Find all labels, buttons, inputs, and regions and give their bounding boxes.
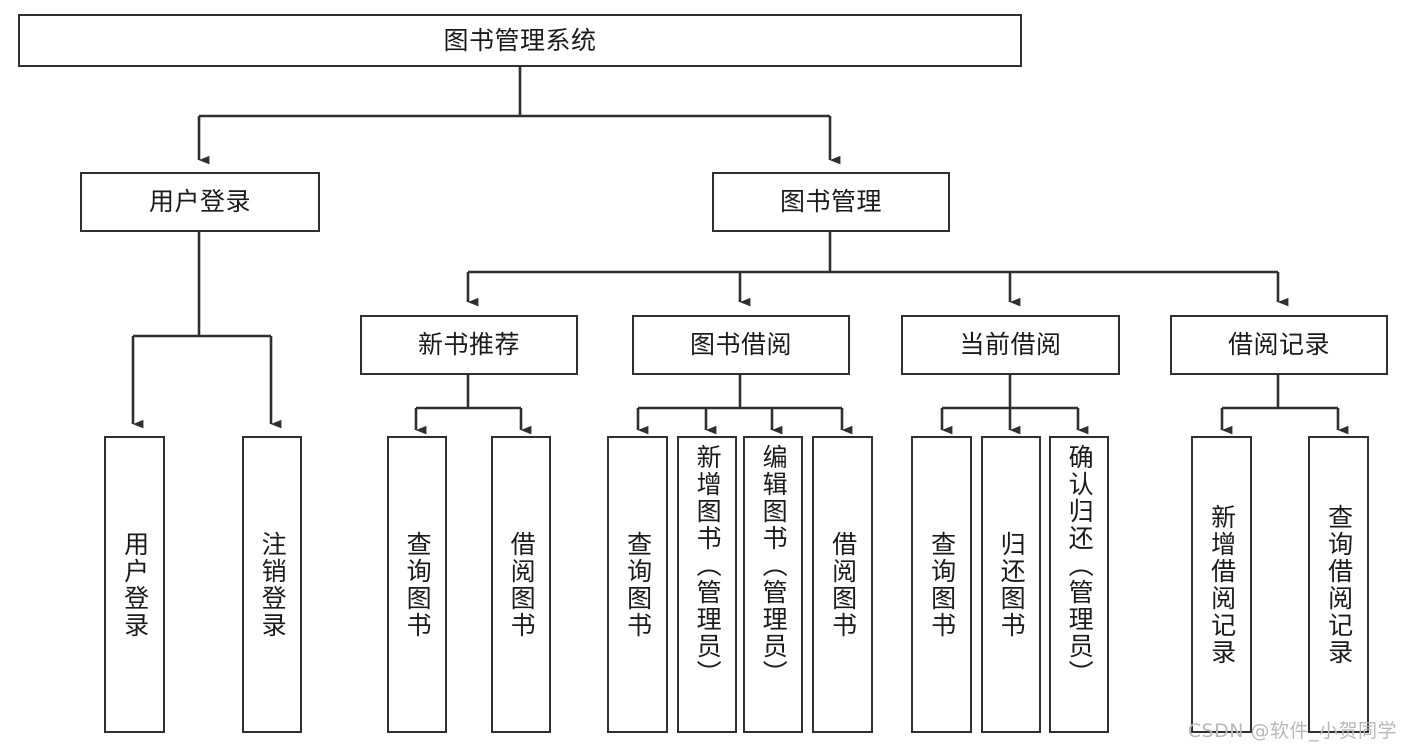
leaf-current-query-book[interactable]: 查询图书 [911, 436, 972, 733]
leaf-new-book-borrow-label: 借阅图书 [507, 530, 537, 639]
leaf-borrow-query-book-label: 查询图书 [623, 530, 653, 639]
leaf-edit-book-admin[interactable]: 编辑图书（管理员） [743, 436, 803, 733]
node-root-system-label: 图书管理系统 [443, 25, 597, 55]
node-book-borrow[interactable]: 图书借阅 [632, 315, 850, 375]
leaf-add-book-admin-label: 新增图书（管理员） [693, 444, 723, 687]
leaf-borrow-book-action[interactable]: 借阅图书 [812, 436, 873, 733]
leaf-logout[interactable]: 注销登录 [242, 436, 302, 733]
node-book-management-label: 图书管理 [779, 187, 882, 217]
leaf-add-borrow-record[interactable]: 新增借阅记录 [1191, 436, 1252, 733]
leaf-return-book-label: 归还图书 [997, 530, 1027, 639]
leaf-borrow-query-book[interactable]: 查询图书 [607, 436, 668, 733]
leaf-borrow-book-action-label: 借阅图书 [828, 530, 858, 639]
leaf-confirm-return-admin-label: 确认归还（管理员） [1065, 444, 1095, 687]
node-book-borrow-label: 图书借阅 [689, 330, 792, 360]
node-user-login[interactable]: 用户登录 [80, 172, 320, 232]
leaf-new-book-query[interactable]: 查询图书 [387, 436, 447, 733]
leaf-add-borrow-record-label: 新增借阅记录 [1207, 503, 1237, 666]
leaf-user-login-label: 用户登录 [120, 530, 150, 639]
leaf-confirm-return-admin[interactable]: 确认归还（管理员） [1049, 436, 1109, 733]
node-borrow-record-label: 借阅记录 [1227, 330, 1330, 360]
leaf-logout-label: 注销登录 [258, 530, 288, 639]
leaf-add-book-admin[interactable]: 新增图书（管理员） [677, 436, 737, 733]
leaf-current-query-book-label: 查询图书 [927, 530, 957, 639]
node-borrow-record[interactable]: 借阅记录 [1170, 315, 1388, 375]
leaf-new-book-borrow[interactable]: 借阅图书 [491, 436, 551, 733]
leaf-edit-book-admin-label: 编辑图书（管理员） [759, 444, 789, 687]
node-book-management[interactable]: 图书管理 [712, 172, 950, 232]
node-current-borrow[interactable]: 当前借阅 [901, 315, 1120, 375]
leaf-query-borrow-record-label: 查询借阅记录 [1324, 503, 1354, 666]
leaf-user-login[interactable]: 用户登录 [104, 436, 165, 733]
node-new-book-recommend-label: 新书推荐 [417, 330, 520, 360]
leaf-new-book-query-label: 查询图书 [403, 530, 433, 639]
node-new-book-recommend[interactable]: 新书推荐 [360, 315, 578, 375]
node-user-login-label: 用户登录 [148, 187, 251, 217]
leaf-return-book[interactable]: 归还图书 [981, 436, 1041, 733]
node-root-system[interactable]: 图书管理系统 [18, 14, 1022, 67]
node-current-borrow-label: 当前借阅 [959, 330, 1062, 360]
leaf-query-borrow-record[interactable]: 查询借阅记录 [1308, 436, 1369, 733]
